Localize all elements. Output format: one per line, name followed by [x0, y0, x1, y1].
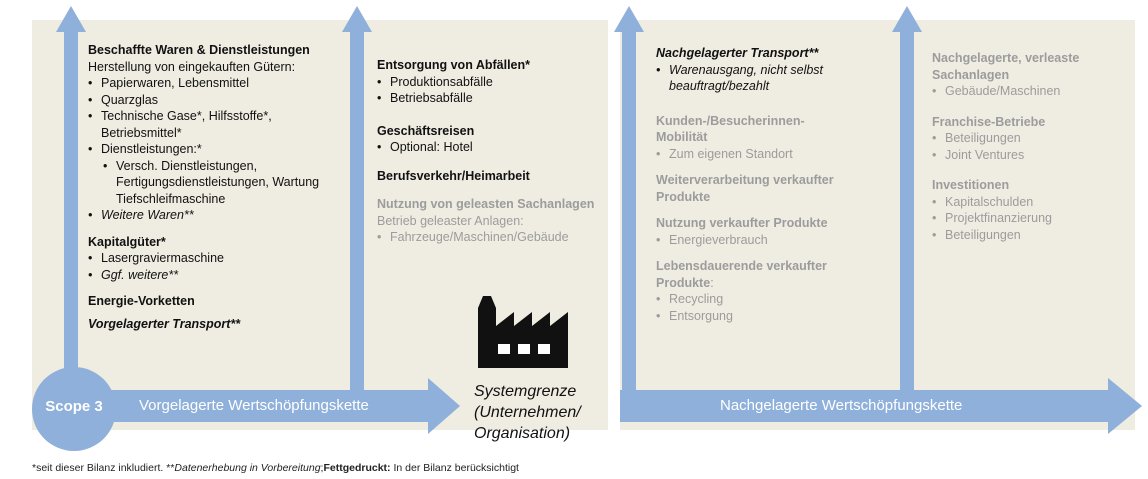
list-item: Fahrzeuge/Maschinen/Gebäude — [377, 229, 612, 246]
system-boundary-line: Organisation) — [474, 425, 571, 442]
list-item: Warenausgang, nicht selbst beauftragt/bez… — [656, 62, 886, 95]
column-downstream-transport: Nachgelagerter Transport** Warenausgang,… — [656, 45, 886, 324]
system-boundary-label: Systemgrenze (Unternehmen/ Organisation) — [474, 381, 581, 444]
list-item: Lasergraviermaschine — [88, 250, 338, 267]
heading-franchises: Franchise-Betriebe — [932, 114, 1046, 129]
list-item: Beteiligungen — [932, 227, 1132, 244]
subheading-leased: Betrieb geleaster Anlagen: — [377, 213, 524, 228]
up-arrow-4-head — [892, 6, 922, 32]
list-item: Produktionsabfälle — [377, 74, 612, 91]
up-arrow-2-head — [342, 6, 372, 32]
footnote-part: ; — [320, 462, 324, 474]
list-item: Recycling — [656, 291, 886, 308]
heading-capital-goods: Kapitalgüter* — [88, 234, 166, 249]
list-item: Beteiligungen — [932, 130, 1132, 147]
downstream-arrow-head — [1108, 378, 1142, 434]
sub-list-item-line: Fertigungsdienstleistungen, Wartung — [116, 175, 320, 189]
list-item: Zum eigenen Standort — [656, 146, 886, 163]
up-arrow-3-head — [614, 6, 644, 32]
heading-leased-assets: Nutzung von geleasten Sachanlagen — [377, 197, 595, 211]
subheading-purchased: Herstellung von eingekauften Gütern: — [88, 59, 296, 74]
heading-line: Produkte — [656, 275, 711, 290]
footnote: *seit dieser Bilanz inkludiert. **Datene… — [32, 462, 519, 474]
upstream-arrow-shaft — [60, 390, 430, 422]
heading-investments: Investitionen — [932, 178, 1010, 192]
heading-line: Nachgelagerte, verleaste — [932, 51, 1080, 65]
list-item: Entsorgung — [656, 308, 886, 325]
column-upstream-purchased: Beschaffte Waren & Dienstleistungen Hers… — [88, 42, 338, 332]
list-item: Betriebsabfälle — [377, 90, 612, 107]
column-upstream-operations: Entsorgung von Abfällen* Produktionsabfä… — [377, 57, 612, 246]
heading-colon: : — [710, 275, 714, 290]
scope-circle — [32, 367, 116, 451]
list-item-line: beauftragt/bezahlt — [669, 79, 770, 93]
upstream-arrow-label: Vorgelagerte Wertschöpfungskette — [139, 397, 369, 414]
list-item: Papierwaren, Lebensmittel — [88, 75, 338, 92]
list-item: Dienstleistungen:* — [88, 141, 338, 158]
list-item: Technische Gase*, Hilfsstoffe*, Betriebsm… — [88, 108, 338, 141]
heading-line: Produkte — [656, 189, 711, 204]
list-item: Gebäude/Maschinen — [932, 83, 1132, 100]
downstream-arrow-label: Nachgelagerte Wertschöpfungskette — [720, 397, 963, 414]
factory-icon — [478, 296, 568, 368]
up-arrow-2-shaft — [350, 30, 364, 390]
upstream-arrow-head — [428, 378, 460, 434]
heading-customer-mobility: Kunden-/Besucherinnen- Mobilität — [656, 113, 886, 146]
system-boundary-line: (Unternehmen/ — [474, 404, 581, 421]
heading-downstream-transport: Nachgelagerter Transport** — [656, 46, 819, 60]
footnote-part: *seit dieser Bilanz inkludiert. ** — [32, 462, 175, 474]
heading-line: Lebensdauerende verkaufter — [656, 259, 827, 273]
list-item-line: Warenausgang, nicht selbst — [669, 62, 824, 77]
list-item: Energieverbrauch — [656, 232, 886, 249]
heading-waste: Entsorgung von Abfällen* — [377, 58, 531, 72]
footnote-part: Datenerhebung in Vorbereitung — [174, 462, 321, 474]
up-arrow-3-shaft — [622, 30, 636, 390]
footnote-part: In der Bilanz berücksichtigt — [390, 462, 519, 474]
list-item: Joint Ventures — [932, 147, 1132, 164]
up-arrow-1-shaft — [64, 30, 78, 390]
list-item: Optional: Hotel — [377, 139, 612, 156]
list-item: Quarzglas — [88, 92, 338, 109]
footnote-part: Fettgedruckt: — [323, 462, 391, 474]
sub-list-item: Versch. Dienstleistungen, Fertigungsdiens… — [88, 158, 338, 208]
sub-list-item-line: Tiefschleifmaschine — [116, 191, 226, 206]
sub-list-item-line: Versch. Dienstleistungen, — [116, 158, 258, 173]
list-item: Weitere Waren** — [88, 207, 338, 224]
list-item: Projektfinanzierung — [932, 210, 1132, 227]
heading-line: Kunden-/Besucherinnen- — [656, 113, 805, 128]
list-item: Kapitalschulden — [932, 194, 1132, 211]
heading-use-of-products: Nutzung verkaufter Produkte — [656, 216, 828, 230]
heading-energy: Energie-Vorketten — [88, 294, 195, 308]
downstream-arrow-shaft — [620, 390, 1110, 422]
list-item: Ggf. weitere** — [88, 267, 338, 284]
scope-label: Scope 3 — [45, 398, 103, 415]
heading-commuting: Berufsverkehr/Heimarbeit — [377, 168, 530, 183]
up-arrow-4-shaft — [900, 30, 914, 390]
heading-business-travel: Geschäftsreisen — [377, 123, 475, 138]
heading-line: Sachanlagen — [932, 67, 1010, 82]
heading-line: Mobilität — [656, 130, 708, 144]
heading-line: Weiterverarbeitung verkaufter — [656, 173, 834, 187]
heading-purchased-goods: Beschaffte Waren & Dienstleistungen — [88, 43, 310, 57]
list-item-line: Betriebsmittel* — [101, 125, 182, 140]
system-boundary-line: Systemgrenze — [474, 383, 577, 400]
heading-upstream-transport: Vorgelagerter Transport** — [88, 316, 241, 331]
up-arrow-1-head — [56, 6, 86, 32]
list-item-line: Technische Gase*, Hilfsstoffe*, — [101, 109, 272, 123]
